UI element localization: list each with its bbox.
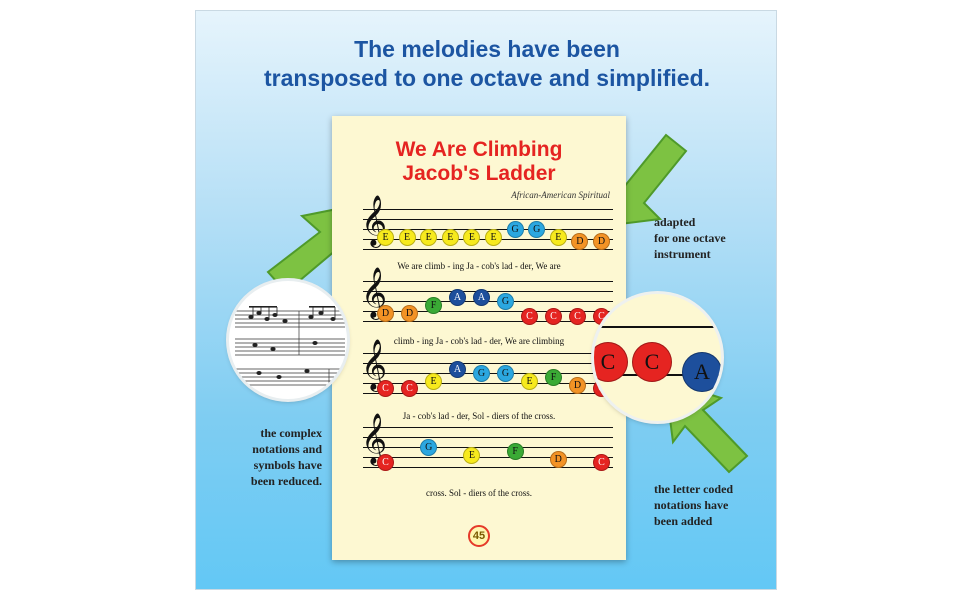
note-c: C [545,308,562,325]
callout-adapted: adapted for one octave instrument [654,214,726,262]
staff-line [363,353,613,354]
note-f: F [545,369,562,386]
complex-notation-zoom [229,281,347,399]
callout-reduced-line-1: the complex [260,426,322,440]
note-e: E [425,373,442,390]
callout-adapted-line-1: adapted [654,215,696,229]
callout-reduced-line-2: notations and [252,442,322,456]
note-g: G [497,365,514,382]
staff-line [363,383,613,384]
note-c: C [569,308,586,325]
callout-added-line-2: notations have [654,498,729,512]
staff-line [363,249,613,250]
zoom-note-a: A [682,352,721,392]
note-g: G [528,221,546,238]
sheet-music-page: We Are Climbing Jacob's Ladder African-A… [332,116,626,560]
headline: The melodies have been transposed to one… [196,35,776,93]
callout-added: the letter coded notations have been add… [654,481,733,529]
note-g: G [473,365,490,382]
note-e: E [398,229,416,246]
page-number: 45 [468,525,490,547]
note-a: A [449,289,466,306]
lyrics-4: cross. Sol - diers of the cross. [426,488,532,498]
song-title: We Are Climbing Jacob's Ladder [332,138,626,186]
lyrics-1: We are climb - ing Ja - cob's lad - der,… [397,261,561,271]
note-c: C [377,454,394,471]
song-title-line-1: We Are Climbing [395,138,563,161]
note-c: C [401,380,418,397]
note-f: F [425,297,442,314]
callout-reduced-line-3: symbols have [253,458,322,472]
staff-line [363,437,613,438]
note-e: E [485,229,502,246]
note-c: C [521,308,538,325]
headline-line-2: transposed to one octave and simplified. [263,65,711,91]
note-e: E [377,229,394,246]
staff-line [363,311,613,312]
note-e: E [549,229,567,246]
note-d: D [401,305,418,322]
callout-adapted-line-3: instrument [654,247,711,261]
note-e: E [463,229,481,246]
callout-reduced-line-4: been reduced. [250,474,322,488]
song-subtitle: African-American Spiritual [511,190,610,200]
note-e: E [463,447,481,464]
piano-score-image [235,306,345,386]
callout-reduced: the complex notations and symbols have b… [216,425,322,489]
lyrics-3: Ja - cob's lad - der, Sol - diers of the… [402,411,556,421]
note-a: A [449,361,466,378]
note-c: C [593,454,610,471]
staff-line [363,321,613,322]
lyrics-2: climb - ing Ja - cob's lad - der, We are… [393,336,565,346]
callout-added-line-1: the letter coded [654,482,734,496]
note-f: F [506,443,524,460]
zoom-note-c: C [632,342,672,382]
staff-3: 𝄞CCEAGGEFDC [361,340,613,397]
note-d: D [377,305,394,322]
staff-line [363,219,613,220]
note-e: E [521,373,538,390]
note-d: D [571,233,589,250]
staff-line [363,281,613,282]
note-a: A [473,289,490,306]
staff-line [363,363,613,364]
note-d: D [569,377,586,394]
staff-line [363,209,613,210]
note-e: E [420,229,438,246]
staff-line [363,393,613,394]
staff-line [363,447,613,448]
note-g: G [497,293,514,310]
note-g: G [506,221,524,238]
staff-line [363,457,613,458]
headline-line-1: The melodies have been [354,36,620,62]
zoom-note-c: C [594,342,628,382]
staff-line [363,467,613,468]
promo-panel: The melodies have been transposed to one… [195,10,777,590]
callout-adapted-line-2: for one octave [654,231,726,245]
note-e: E [441,229,459,246]
staff-line [363,427,613,428]
callout-added-line-3: been added [654,514,713,528]
note-c: C [377,380,394,397]
staff-line [594,326,721,328]
song-title-line-2: Jacob's Ladder [402,162,556,185]
note-d: D [549,451,567,468]
note-g: G [420,439,438,456]
note-d: D [593,233,610,250]
